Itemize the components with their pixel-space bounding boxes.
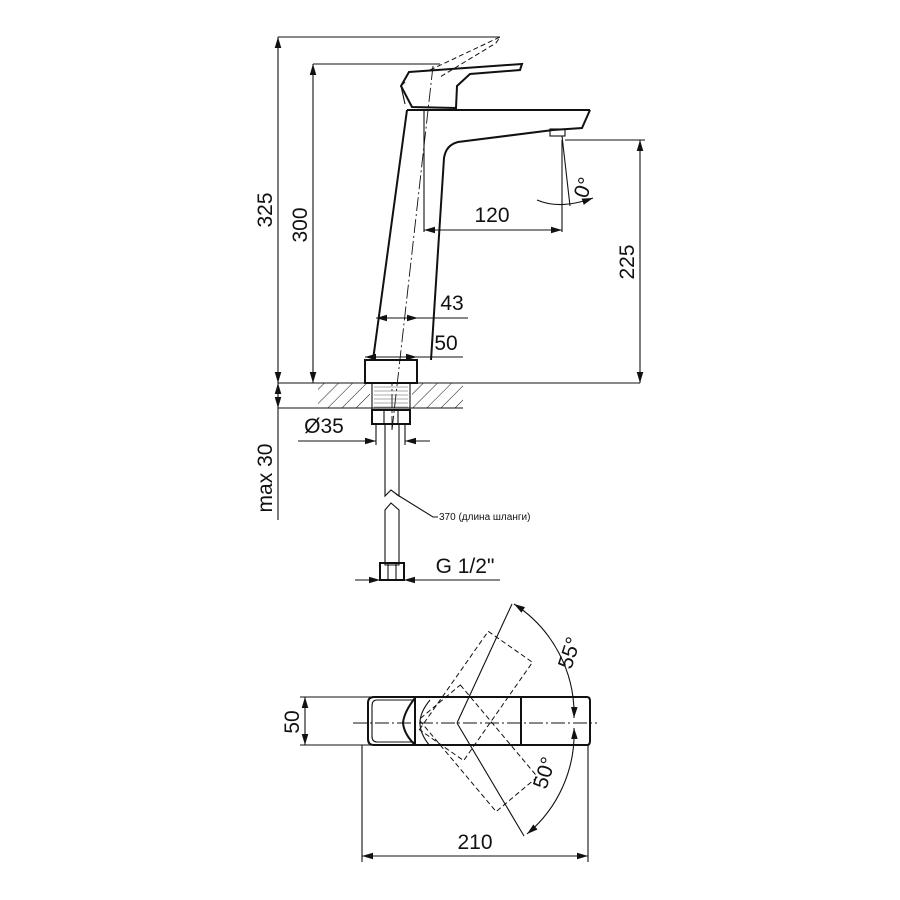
dim-total-height: 325 xyxy=(254,192,277,227)
dim-body-base-width: 50 xyxy=(434,332,457,355)
dim-shank-diameter: Ø35 xyxy=(304,415,344,438)
dim-length: 210 xyxy=(457,831,492,854)
dim-lever-height: 300 xyxy=(289,207,312,242)
dim-connection: G 1/2" xyxy=(436,555,495,578)
angle-right: 50° xyxy=(529,754,561,791)
side-view: 325 300 120 0° 225 43 50 Ø35 max xyxy=(254,35,645,584)
dim-max-counter-thickness: max 30 xyxy=(254,444,277,513)
body-centerline xyxy=(391,65,434,431)
hose-length-note: 370 (длина шланги) xyxy=(439,512,530,523)
dim-body-top-width: 43 xyxy=(440,292,463,315)
dim-spout-height: 225 xyxy=(616,244,639,279)
flexible-hose xyxy=(379,423,405,581)
dim-width: 50 xyxy=(281,710,304,733)
top-view-body xyxy=(367,696,591,746)
top-view: 55° 50° 50 210 xyxy=(281,603,597,862)
angle-left: 55° xyxy=(554,634,586,671)
dim-spout-reach: 120 xyxy=(474,204,509,227)
dim-spout-angle: 0° xyxy=(570,174,598,201)
